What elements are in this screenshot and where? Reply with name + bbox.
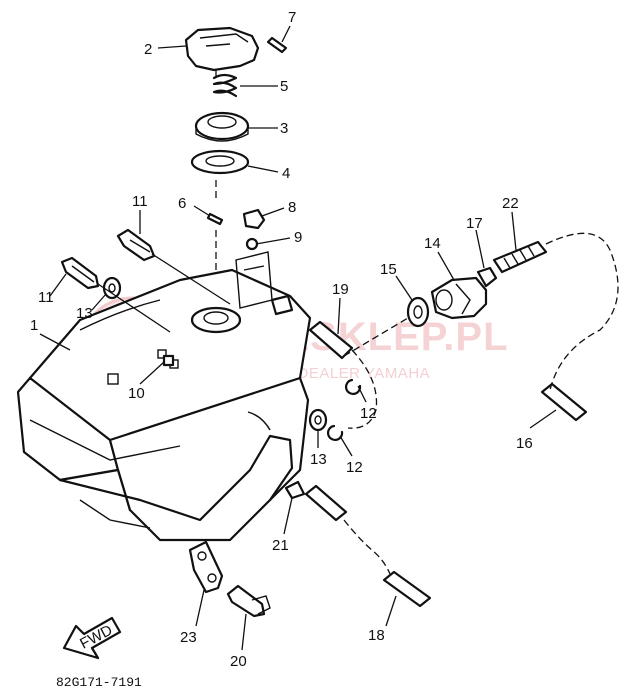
part-14-fuel-cock xyxy=(430,276,488,320)
callout-4: 4 xyxy=(282,165,290,182)
callout-1: 1 xyxy=(30,317,38,334)
callout-7: 7 xyxy=(288,9,296,26)
callout-19: 19 xyxy=(332,281,349,298)
part-18-hose xyxy=(382,570,432,608)
part-13-washer-lower xyxy=(308,408,328,432)
part-19-hose xyxy=(308,320,354,360)
leader-lines xyxy=(39,25,557,651)
callout-11-lower: 11 xyxy=(38,289,54,306)
callout-16: 16 xyxy=(516,435,533,452)
part-2-fuel-cap xyxy=(184,26,260,72)
part-22-fitting xyxy=(492,240,548,274)
callout-10: 10 xyxy=(128,385,145,402)
part-8-clip xyxy=(242,208,266,230)
callout-14: 14 xyxy=(424,235,441,252)
callout-2: 2 xyxy=(144,41,152,58)
fuel-line-21-to-18 xyxy=(343,519,391,575)
part-11-bolt-lower xyxy=(60,256,100,290)
part-16-hose xyxy=(540,382,588,422)
part-10-grommet xyxy=(162,354,175,367)
part-7-pin xyxy=(266,36,288,54)
callout-21: 21 xyxy=(272,537,289,554)
drawing-code: 82G171-7191 xyxy=(56,675,142,690)
callout-17: 17 xyxy=(466,215,483,232)
part-4-gasket xyxy=(190,149,250,175)
part-5-spring xyxy=(212,73,238,98)
callout-8: 8 xyxy=(288,199,296,216)
callout-9: 9 xyxy=(294,229,302,246)
callout-11-upper: 11 xyxy=(132,193,148,210)
callout-23: 23 xyxy=(180,629,197,646)
bolt-alignment-line xyxy=(97,253,231,333)
fuel-line-19-to-15 xyxy=(343,317,409,357)
part-17-nut xyxy=(476,266,498,288)
part-12-clip-lower xyxy=(327,424,344,441)
callout-22: 22 xyxy=(502,195,519,212)
fuel-line-22-to-16 xyxy=(545,232,619,391)
callout-6: 6 xyxy=(178,195,186,212)
part-9-nut xyxy=(245,237,259,251)
callout-3: 3 xyxy=(280,120,288,137)
fuel-line-19-to-12 xyxy=(347,349,378,429)
part-23-bracket xyxy=(188,540,224,594)
part-13-washer-upper xyxy=(102,276,122,300)
part-11-bolt-upper xyxy=(116,228,156,262)
callout-12-lower: 12 xyxy=(346,459,363,476)
callout-20: 20 xyxy=(230,653,247,670)
callout-5: 5 xyxy=(280,78,288,95)
callout-13-upper: 13 xyxy=(76,305,93,322)
part-3-seal xyxy=(194,111,250,142)
callout-labels: 1 2 3 4 5 6 7 8 9 10 11 11 12 12 13 13 1… xyxy=(30,9,533,670)
callout-15: 15 xyxy=(380,261,397,278)
part-1-fuel-tank xyxy=(16,251,312,542)
callout-18: 18 xyxy=(368,627,385,644)
part-6-screw xyxy=(206,212,224,226)
callout-13-lower: 13 xyxy=(310,451,327,468)
fwd-arrow: FWD xyxy=(62,616,122,660)
callout-12-upper: 12 xyxy=(360,405,377,422)
part-21-hose-segment xyxy=(304,484,348,522)
part-15-washer xyxy=(406,296,430,328)
part-21-clamp xyxy=(284,480,306,500)
part-20-bolt xyxy=(226,584,271,618)
